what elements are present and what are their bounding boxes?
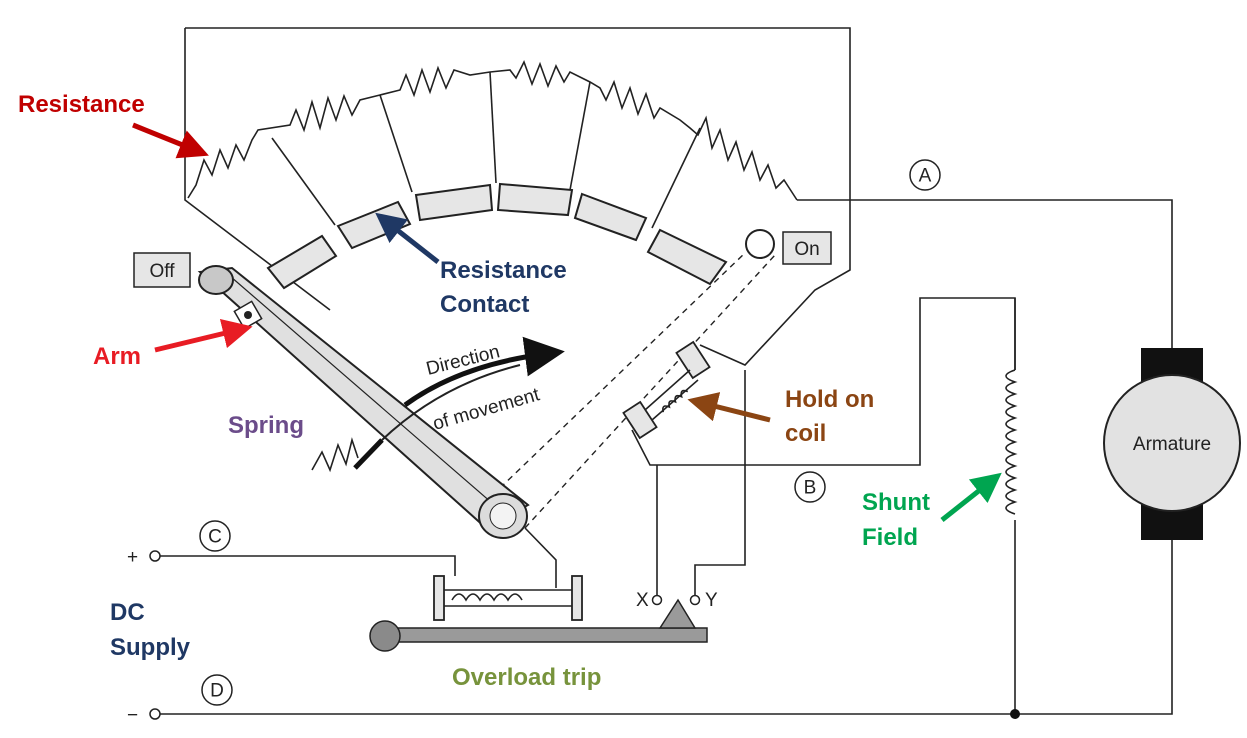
off-label: Off (150, 261, 176, 282)
terminal-minus (149, 708, 161, 720)
contact-segment (414, 183, 494, 222)
on-label: On (794, 239, 819, 260)
starter-arm[interactable] (197, 265, 530, 539)
arm-pointer-arrow (154, 318, 253, 353)
dc-supply-annotation-2: Supply (110, 634, 191, 661)
contact-segment (573, 192, 648, 242)
shunt-field-annotation-2: Field (862, 524, 918, 551)
terminal-d: D (201, 674, 233, 706)
contact-segment (646, 228, 728, 286)
resistance-contacts (266, 182, 728, 290)
terminal-y (689, 594, 701, 606)
resistance-element (187, 59, 798, 201)
resistance-contact-annotation-2: Contact (440, 291, 529, 318)
terminal-y-label: Y (705, 590, 718, 611)
on-contact-stud (745, 229, 775, 259)
shunt-field-annotation-1: Shunt (862, 489, 930, 516)
overload-trip-annotation: Overload trip (452, 664, 601, 691)
arm-travel-dashed (499, 252, 776, 529)
svg-text:D: D (210, 681, 224, 702)
negative-wire (160, 540, 1173, 715)
contact-pointer-arrow (375, 212, 440, 264)
terminal-c: C (199, 520, 231, 552)
hold-on-coil-annotation-1: Hold on (785, 386, 874, 413)
terminal-x-label: X (636, 590, 649, 611)
shunt-pointer-arrow (940, 472, 1002, 522)
spring-annotation: Spring (228, 412, 304, 439)
hold-on-coil (622, 340, 711, 440)
contact-segment (336, 200, 412, 250)
coil-lead-y (694, 370, 746, 595)
resistance-pointer-arrow (132, 122, 209, 159)
direction-arrow: Direction of movement (403, 336, 565, 435)
minus-sign: − (127, 705, 138, 726)
contact-segment (266, 234, 338, 290)
resistance-dividers (271, 71, 701, 229)
svg-text:C: C (208, 527, 222, 548)
svg-text:A: A (919, 166, 932, 187)
hold-on-coil-annotation-2: coil (785, 420, 826, 447)
junction-dot (1010, 709, 1020, 719)
armature: Armature (1103, 348, 1241, 540)
overload-trip (369, 575, 708, 652)
contact-segment (496, 182, 574, 217)
spring-stop (311, 364, 521, 473)
hold-coil-pointer-arrow (687, 392, 771, 423)
terminal-a: A (909, 159, 941, 191)
arm-annotation: Arm (93, 343, 141, 370)
terminal-plus (149, 550, 161, 562)
dc-supply-annotation-1: DC (110, 599, 145, 626)
plus-sign: + (127, 547, 138, 568)
off-tag (133, 252, 191, 288)
svg-text:B: B (804, 478, 817, 499)
terminal-b: B (794, 471, 826, 503)
on-tag (782, 231, 832, 265)
resistance-contact-annotation-1: Resistance (440, 257, 567, 284)
resistance-annotation: Resistance (18, 91, 145, 118)
arm-wire (524, 527, 557, 588)
shunt-field-winding (1005, 298, 1018, 515)
terminal-x (651, 594, 663, 606)
positive-wire (160, 555, 456, 576)
armature-top-wire (797, 199, 1173, 348)
armature-label: Armature (1133, 434, 1211, 455)
